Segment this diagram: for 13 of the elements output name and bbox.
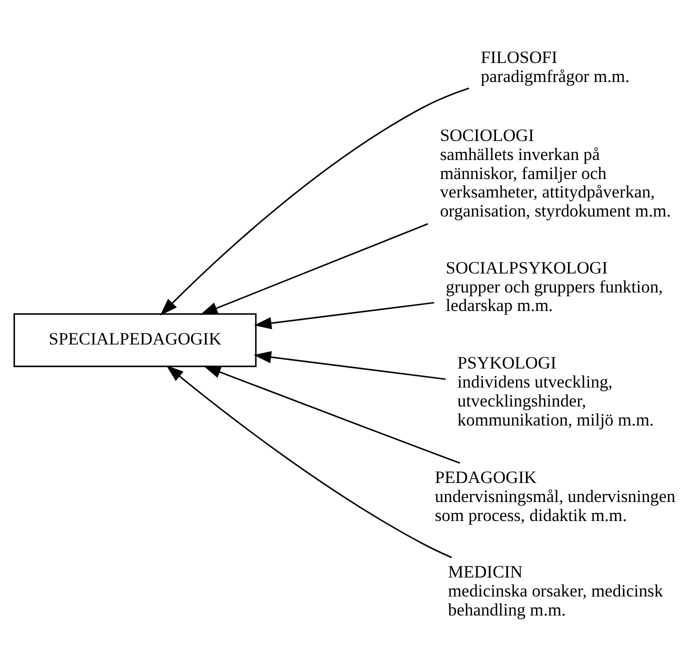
arrow (166, 365, 452, 558)
arrow (200, 223, 428, 315)
node-text: PEDAGOGIK undervisningsmål, undervisningen som process, didaktik m.m. (434, 466, 676, 525)
node-text: SOCIALPSYKOLOGI grupper och gruppers funktion, ledarskap m.m. (446, 257, 663, 316)
node-text: SOCIOLOGI samhällets inverkan på människor, familjer och verksamheter, attitydpåverkan, organisation, styrdokument m.m. (440, 124, 671, 221)
node-text: MEDICIN medicinska orsaker, medicinsk behandling m.m. (448, 562, 663, 620)
arrow (203, 366, 460, 464)
arrow (254, 351, 446, 380)
node-box: SPECIALPEDAGOGIK (14, 313, 257, 368)
node-text: PSYKOLOGI individens utveckling, utvecklingshinder, kommunikation, miljö m.m. (457, 352, 654, 430)
node-text: FILOSOFI paradigmfrågor m.m. (480, 47, 630, 86)
arrow (160, 87, 470, 316)
arrow (254, 302, 434, 330)
